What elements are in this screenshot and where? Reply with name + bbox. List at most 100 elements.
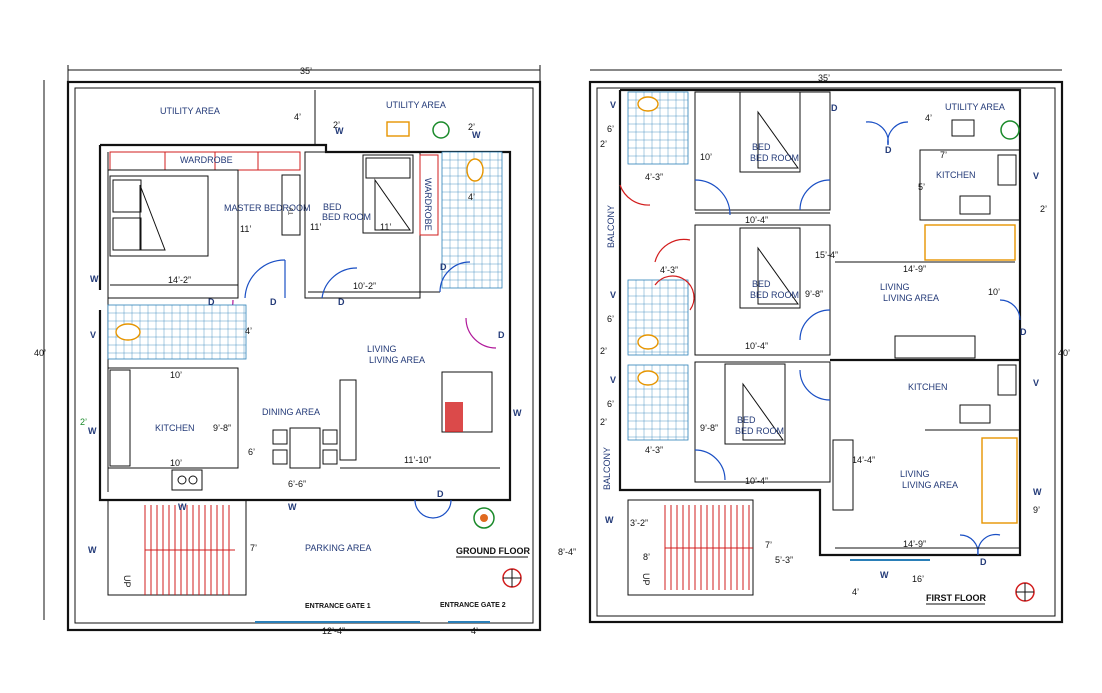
- gf-w-mark-4: W: [288, 502, 297, 512]
- gf-w-mark-1: W: [90, 274, 99, 284]
- gf-bedroom-label-2: BED ROOM: [322, 212, 371, 222]
- ff-bed2-height: 15’-4”: [815, 250, 838, 260]
- ff-t2-w: 4’-3”: [660, 265, 678, 275]
- ff-front-setback: 4’: [852, 587, 859, 597]
- ff-living1-width: 14’-9”: [903, 264, 926, 274]
- ff-toilet-1: [627, 91, 689, 165]
- gf-d-mark-5: D: [498, 330, 505, 340]
- gf-d-mark-2: D: [270, 297, 277, 307]
- gf-toilet-left: 4’: [107, 304, 252, 360]
- ff-stair-h2: 7’: [765, 540, 772, 550]
- gf-kitchen-bottom: 10’: [170, 458, 182, 468]
- gf-living-label-1: LIVING: [367, 344, 397, 354]
- gf-utility-left: UTILITY AREA: [160, 106, 220, 116]
- ff-t2-w2: 2’: [600, 346, 607, 356]
- gf-toilet-height: 4’: [245, 326, 252, 336]
- ff-utility-setback: 4’: [925, 113, 932, 123]
- ff-kitchen1-width: 7’: [940, 150, 947, 160]
- ff-stair-height: 8’: [643, 552, 650, 562]
- gf-w-mark-2: W: [513, 408, 522, 418]
- ff-stove-2-icon: [959, 404, 991, 424]
- gf-overall-depth: 40’: [34, 348, 46, 358]
- ff-bed3-height: 9’-8”: [700, 423, 718, 433]
- ff-w-mark-3: W: [605, 515, 614, 525]
- ff-sofa-1: [924, 224, 1016, 261]
- gf-wardrobe-top: WARDROBE: [180, 155, 233, 165]
- gf-setback-top: 4’: [294, 112, 301, 122]
- ff-overall-depth: 40’: [1058, 348, 1070, 358]
- ff-staircase: [627, 499, 754, 596]
- ff-t3-w: 2’: [600, 417, 607, 427]
- ff-d-mark-3: D: [1020, 327, 1027, 337]
- ff-up-mark: UP: [641, 573, 651, 586]
- gf-bed-height-b: 11’: [380, 222, 391, 232]
- ff-toilet-2: [627, 279, 689, 356]
- ff-title: FIRST FLOOR: [926, 593, 986, 603]
- gf-bath-tiles-right: 4’: [441, 151, 503, 289]
- ff-bed-2: [739, 227, 801, 309]
- ff-bed3-width: 10’-4”: [745, 476, 768, 486]
- ff-w-mark-1: W: [1033, 487, 1042, 497]
- gf-d-mark-4: D: [440, 262, 447, 272]
- gf-up-mark: UP: [122, 575, 132, 588]
- ff-d-mark-4: D: [980, 557, 987, 567]
- gf-utility-right: UTILITY AREA: [386, 100, 446, 110]
- gf-overall-width: 35’: [300, 66, 312, 76]
- ff-t1-w2: 4’-3”: [645, 172, 663, 182]
- ff-landing: 5’-3”: [775, 555, 793, 565]
- ff-bed3-label-1: BED: [737, 415, 756, 425]
- gf-master-bedroom-label: MASTER BEDROOM: [224, 203, 311, 213]
- ff-balcony-1: BALCONY: [606, 205, 616, 248]
- ff-v-mark-5: V: [1033, 378, 1039, 388]
- gf-w1: 2’: [333, 120, 340, 130]
- ff-bed1-height: 10’: [700, 152, 712, 162]
- gf-v-mark: V: [90, 330, 96, 340]
- ff-bed-3: [724, 363, 786, 445]
- ff-bed2-label-2: BED ROOM: [750, 290, 799, 300]
- ff-sink-2-icon: [997, 364, 1017, 396]
- gf-d-mark-3: D: [338, 297, 345, 307]
- ff-left-total: 8’-4”: [558, 547, 576, 557]
- gf-gate1: ENTRANCE GATE 1: [305, 603, 371, 610]
- ff-bed2-label-1: BED: [752, 279, 771, 289]
- ff-v-mark-2: V: [610, 290, 616, 300]
- ff-t1-height: 6’: [607, 124, 614, 134]
- ff-plot-boundary: [588, 80, 1064, 624]
- ground-floor-plan: 35’ 40’ WARDROBE MASTER BEDROOM 11’ 14’-…: [34, 65, 542, 636]
- ff-t1-w: 2’: [600, 139, 607, 149]
- ff-v-mark-3: V: [610, 375, 616, 385]
- ff-v-mark-4: V: [1033, 171, 1039, 181]
- ff-bed3-label-2: BED ROOM: [735, 426, 784, 436]
- gf-d-mark-6: D: [437, 489, 444, 499]
- ff-bed1-label-1: BED: [752, 142, 771, 152]
- ff-t3-height: 6’: [607, 399, 614, 409]
- ff-living1-label-2: LIVING AREA: [883, 293, 939, 303]
- ff-kitchen1-label: KITCHEN: [936, 170, 976, 180]
- gf-staircase: [144, 505, 235, 595]
- ff-w-mark-2: W: [880, 570, 889, 580]
- svg-text:TV: TV: [289, 207, 295, 215]
- ff-living2-label-2: LIVING AREA: [902, 480, 958, 490]
- gf-kitchen-width: 10’: [170, 370, 182, 380]
- ff-side-w: 2’: [1040, 204, 1047, 214]
- gf-bedroom-label-1: BED: [323, 202, 342, 212]
- ff-utility-label: UTILITY AREA: [945, 102, 1005, 112]
- ff-overall-width: 35’: [818, 73, 830, 83]
- ff-living2-height: 14’-4”: [852, 455, 875, 465]
- ff-balcony-2: BALCONY: [602, 447, 612, 490]
- gf-d-mark-1: D: [208, 297, 215, 307]
- gf-w-kitchen: 2’: [80, 417, 87, 427]
- ff-living2-width: 14’-9”: [903, 539, 926, 549]
- gf-gate2: ENTRANCE GATE 2: [440, 602, 506, 609]
- gf-parking-height: 7’: [250, 543, 257, 553]
- gf-title: GROUND FLOOR: [456, 546, 530, 556]
- gf-w-mark-5: W: [88, 545, 97, 555]
- ff-living2-label-1: LIVING: [900, 469, 930, 479]
- ff-stair-width: 3’-2”: [630, 518, 648, 528]
- gf-plot-boundary: [66, 80, 542, 632]
- ff-sofa-2: [981, 437, 1018, 524]
- ff-bed-1: [739, 91, 801, 173]
- ff-bed1-label-2: BED ROOM: [750, 153, 799, 163]
- gf-stove-icon: [171, 469, 203, 491]
